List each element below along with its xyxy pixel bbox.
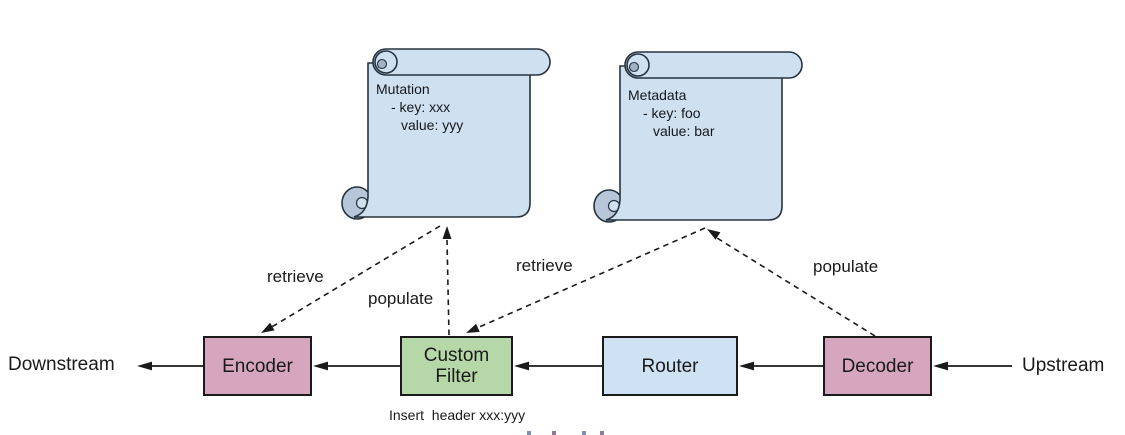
metadata-title: Metadata xyxy=(628,87,687,103)
cropped-text-fragment xyxy=(527,431,531,435)
mutation-scroll-text: Mutation - key: xxx value: yyy xyxy=(376,80,463,134)
encoder-label: Encoder xyxy=(222,355,293,377)
downstream-label: Downstream xyxy=(8,354,115,375)
dashed-arrowheads xyxy=(261,226,721,333)
mutation-scroll: Mutation - key: xxx value: yyy xyxy=(340,47,552,223)
mutation-key: - key: xxx xyxy=(391,99,451,115)
metadata-key: - key: foo xyxy=(643,105,701,121)
router-node: Router xyxy=(602,336,738,396)
scroll-shape xyxy=(593,51,803,223)
scroll-shape xyxy=(341,48,551,220)
custom-filter-node: Custom Filter xyxy=(400,336,513,396)
metadata-scroll-text: Metadata - key: foo value: bar xyxy=(628,86,714,140)
router-label: Router xyxy=(641,355,699,377)
decoder-label: Decoder xyxy=(841,355,914,377)
cropped-text-fragment xyxy=(552,431,556,435)
encoder-node: Encoder xyxy=(203,336,312,396)
decoder-node: Decoder xyxy=(823,336,932,396)
dashed-arrows xyxy=(269,225,876,337)
upstream-label: Upstream xyxy=(1022,355,1105,376)
mutation-title: Mutation xyxy=(376,81,430,97)
metadata-value: value: bar xyxy=(653,123,715,139)
populate-right-label: populate xyxy=(813,257,879,276)
retrieve-left-label: retrieve xyxy=(267,267,324,286)
metadata-scroll: Metadata - key: foo value: bar xyxy=(592,50,804,226)
cropped-text-fragment xyxy=(600,431,604,435)
cropped-text-fragment xyxy=(582,431,586,435)
custom-filter-label-line1: Custom xyxy=(423,345,490,366)
custom-filter-label-line2: Filter xyxy=(435,366,478,387)
populate-left-label: populate xyxy=(368,289,434,308)
solid-arrows xyxy=(137,361,1012,371)
custom-filter-note: Insert header xxx:yyy xyxy=(389,407,526,423)
mutation-value: value: yyy xyxy=(401,117,464,133)
retrieve-right-label: retrieve xyxy=(516,256,573,275)
